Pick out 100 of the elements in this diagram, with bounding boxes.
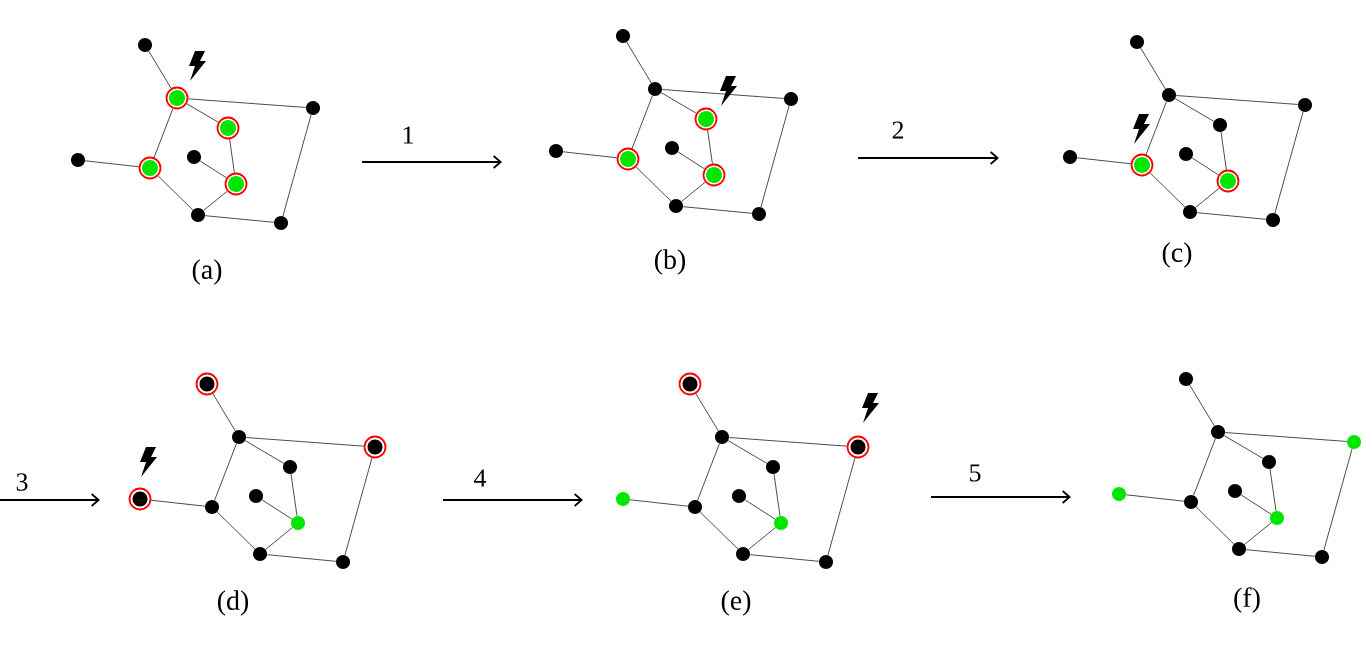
graph-edge	[153, 108, 174, 158]
graph-edge	[727, 440, 768, 464]
graph-edge	[749, 554, 820, 562]
graph-edge	[216, 511, 256, 550]
graph-vertex	[688, 500, 702, 514]
graph-vertex	[274, 216, 288, 230]
graph-vertex	[205, 500, 219, 514]
graph-edge	[626, 41, 652, 84]
graph-edge	[1323, 448, 1353, 551]
graph-vertex	[1179, 372, 1193, 386]
graph-edge	[1195, 506, 1235, 545]
graph-edge	[1220, 131, 1227, 171]
graph-vertex	[819, 555, 833, 569]
graph-vertex	[1162, 88, 1176, 102]
graph-edge	[661, 89, 785, 99]
panel-label: (e)	[721, 590, 751, 616]
graph-edge	[1149, 172, 1186, 208]
graph-edge	[1245, 549, 1316, 557]
graph-vertex	[306, 101, 320, 115]
panel-label: (f)	[1234, 587, 1260, 613]
graph-edge	[631, 95, 653, 149]
graph-vertex	[1130, 153, 1154, 177]
graph-vertex	[1063, 150, 1077, 164]
graph-edge	[1175, 95, 1299, 105]
graph-edge	[697, 443, 720, 501]
graph-vertex	[232, 430, 246, 444]
graph-vertex	[1213, 118, 1227, 132]
graph-edge	[1244, 522, 1272, 545]
graph-vertex	[648, 82, 662, 96]
step-number: 4	[474, 469, 487, 487]
graph-vertex	[165, 86, 189, 110]
graph-edge	[1174, 98, 1215, 122]
graph-edge	[744, 499, 776, 520]
graph-edge	[1193, 438, 1216, 496]
graph-edge	[635, 166, 672, 202]
graph-edge	[204, 215, 275, 223]
graph-vertex	[616, 29, 630, 43]
graph-vertex	[736, 547, 750, 561]
graph-edge	[151, 499, 206, 507]
graph-edge	[266, 554, 337, 562]
graph-vertex	[702, 163, 726, 187]
graph-vertex	[216, 116, 240, 140]
graph-edge	[244, 440, 285, 464]
step-number: 2	[892, 121, 904, 139]
graph-edge	[1189, 384, 1215, 427]
graph-vertex	[694, 107, 718, 131]
panel-label: (b)	[654, 249, 686, 275]
graph-edge	[695, 393, 719, 432]
graph-edge	[148, 50, 172, 89]
graph-vertex	[752, 207, 766, 221]
graph-edge	[199, 160, 227, 179]
graph-edge	[290, 473, 298, 517]
graph-vertex	[549, 144, 563, 158]
graph-edge	[261, 499, 293, 520]
graph-edge	[229, 138, 235, 174]
graph-vertex	[766, 460, 780, 474]
graph-edge	[677, 151, 705, 170]
graph-vertex	[616, 147, 640, 171]
graph-vertex	[715, 430, 729, 444]
graph-edge	[707, 129, 713, 165]
graph-edge	[827, 457, 856, 556]
graph-vertex	[669, 199, 683, 213]
graph-edge	[1240, 494, 1272, 515]
graph-vertex	[363, 435, 387, 459]
graph-edge	[728, 437, 847, 447]
graph-vertex	[253, 547, 267, 561]
graph-vertex	[336, 555, 350, 569]
graph-vertex	[128, 487, 152, 511]
graph-vertex	[1130, 35, 1144, 49]
graph-vertex	[195, 372, 219, 396]
graph-edge	[1274, 111, 1304, 214]
graph-edge	[84, 160, 140, 168]
graph-edge	[748, 527, 776, 550]
graph-edge	[1269, 468, 1277, 512]
graph-edge	[773, 473, 781, 517]
graph-vertex	[187, 150, 201, 164]
graph-vertex	[1228, 484, 1242, 498]
panel-label: (d)	[217, 590, 249, 616]
graph-vertex	[665, 141, 679, 155]
graph-edge	[562, 151, 618, 159]
graph-edge	[1145, 101, 1167, 155]
graph-edge	[282, 114, 312, 217]
graph-edge	[1125, 494, 1185, 502]
graph-vertex	[1270, 511, 1284, 525]
panel-label: (c)	[1162, 242, 1192, 268]
graph-edge	[1195, 187, 1220, 208]
graph-vertex	[1262, 455, 1276, 469]
step-number: 5	[970, 464, 981, 482]
graph-vertex	[138, 38, 152, 52]
panel-label: (a)	[192, 259, 222, 285]
graph-vertex	[138, 156, 162, 180]
graph-vertex	[678, 372, 702, 396]
graph-vertex	[784, 92, 798, 106]
graph-vertex	[291, 516, 305, 530]
graph-edge	[186, 103, 219, 123]
graph-vertex	[1216, 169, 1240, 193]
graph-edge	[1076, 157, 1132, 165]
graph-vertex	[1315, 550, 1329, 564]
graph-vertex	[774, 516, 788, 530]
graph-vertex	[191, 208, 205, 222]
